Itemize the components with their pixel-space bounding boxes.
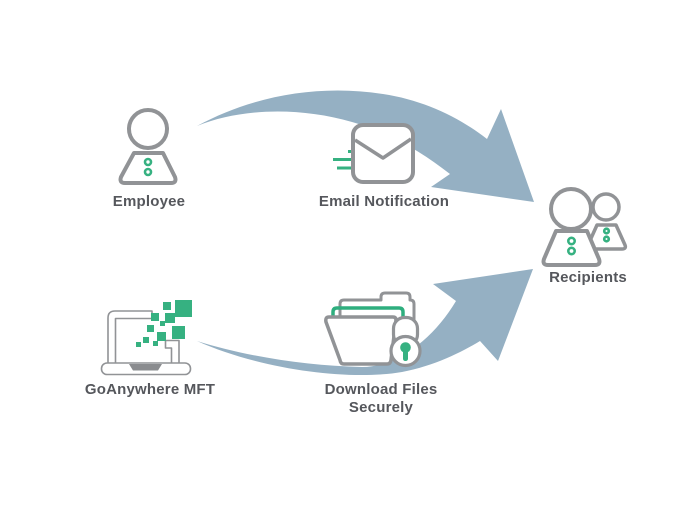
open-folder-front [324,315,398,366]
green-folder-outline [331,306,405,328]
employee-person-icon [118,108,178,185]
download-files-label-line2: Securely [348,399,414,416]
recipients-people-icon [541,187,628,267]
flow-arrow-bottom [197,269,533,376]
envelope-speed-icon [333,123,415,184]
laptop-upload-icon [100,300,192,376]
pixel-squares [136,300,192,347]
padlock-icon [389,315,422,368]
download-files-label-line1: Download Files [324,381,438,398]
download-files-label: Download Files Securely [325,381,438,417]
email-notification-label: Email Notification [318,193,450,210]
goanywhere-mft-label: GoAnywhere MFT [84,381,216,398]
folder-lock-icon [324,291,422,368]
employee-label: Employee [112,193,186,210]
recipients-label: Recipients [549,269,627,286]
flow-arrow-top [197,90,534,202]
back-folder-outline [338,291,416,338]
